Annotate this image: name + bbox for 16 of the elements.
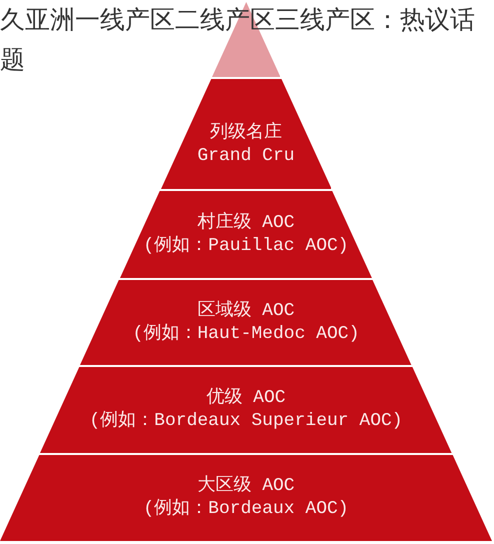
tier-sublabel: (例如：Haut-Medoc AOC) bbox=[132, 322, 360, 346]
title: 久亚洲一线产区二线产区三线产区：热议话题 bbox=[0, 5, 476, 76]
tier-label: 优级 AOC bbox=[206, 387, 286, 410]
pyramid-tier bbox=[160, 79, 332, 189]
tier-label: 区域级 AOC bbox=[197, 300, 295, 322]
pyramid-tier bbox=[120, 191, 372, 278]
pyramid-tier bbox=[80, 280, 412, 365]
tier-sublabel: (例如：Bordeaux Superieur AOC) bbox=[89, 410, 403, 433]
tier-sublabel: (例如：Pauillac AOC) bbox=[143, 234, 349, 258]
tier-sublabel: Grand Cru bbox=[197, 145, 295, 168]
tier-label: 大区级 AOC bbox=[197, 475, 295, 498]
tier-label: 列级名庄 bbox=[210, 122, 282, 145]
tier-sublabel: (例如：Bordeaux AOC) bbox=[143, 498, 349, 521]
tier-label: 村庄级 AOC bbox=[197, 212, 295, 234]
pyramid-tier bbox=[40, 367, 452, 453]
pyramid-tier bbox=[0, 455, 492, 541]
